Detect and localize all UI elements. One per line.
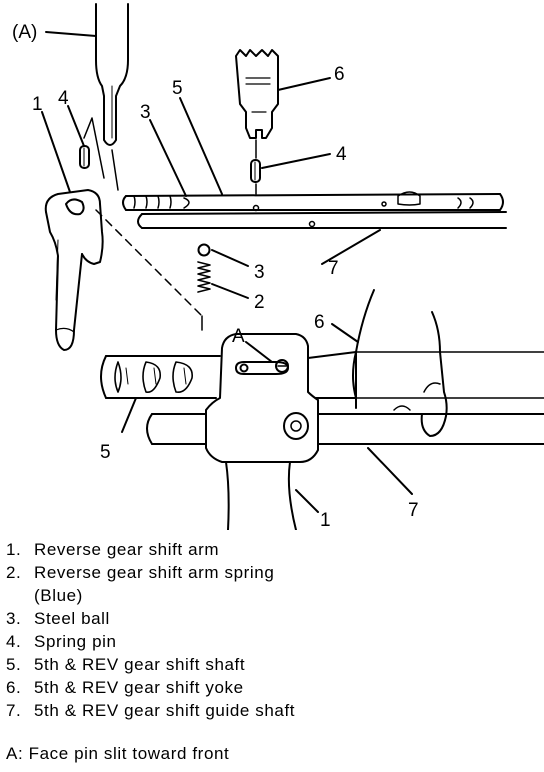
callout-4a: 4 — [58, 88, 69, 109]
assembly-note: A: Face pin slit toward front — [6, 744, 230, 763]
shift-shaft-top — [122, 191, 504, 212]
shift-yoke-top — [235, 49, 279, 139]
legend-item: 3.Steel ball — [6, 609, 110, 628]
callout-7-top: 7 — [328, 258, 339, 279]
callout-5-bottom: 5 — [100, 442, 111, 463]
steel-ball — [197, 243, 211, 257]
reverse-gear-shift-arm-top — [44, 189, 104, 351]
callout-line-5-top — [179, 97, 223, 195]
assembly-axis-line — [95, 209, 203, 317]
legend-item: 5.5th & REV gear shift shaft — [6, 655, 246, 674]
reverse-gear-shift-arm-assembled — [205, 333, 319, 530]
callout-6-bottom: 6 — [314, 312, 325, 333]
callout-line-4a — [67, 105, 85, 147]
guide-shaft-top — [137, 211, 507, 229]
callout-3-top: 3 — [140, 102, 151, 123]
callout-line-1-top — [41, 111, 71, 193]
callout-line-A — [245, 341, 273, 363]
callout-line-3-top — [149, 119, 187, 197]
callout-line-7-top — [321, 229, 381, 265]
callout-7-bottom: 7 — [408, 500, 419, 521]
spring-pin-top-left — [79, 145, 90, 169]
callout-A: A — [232, 326, 245, 347]
parts-legend: 1.Reverse gear shift arm 2.Reverse gear … — [6, 538, 536, 722]
callout-line-3-spring — [211, 249, 249, 267]
exploded-assembly-diagram: (A) 1 4 — [12, 3, 544, 530]
callout-1-bottom: 1 — [320, 510, 331, 530]
callout-6-top: 6 — [334, 64, 345, 85]
callout-line-6-top — [277, 77, 331, 91]
callout-3-spring: 3 — [254, 262, 265, 283]
callout-tool: (A) — [12, 22, 37, 43]
legend-item: 2.Reverse gear shift arm spring — [6, 563, 275, 582]
callout-line-4b — [261, 153, 331, 169]
legend-item: 7.5th & REV gear shift guide shaft — [6, 701, 296, 720]
shift-shaft-assembled — [100, 351, 544, 399]
callout-line-1-bottom — [295, 489, 319, 513]
arm-spring — [197, 261, 211, 293]
callout-line-tool — [45, 31, 97, 37]
legend-item: 1.Reverse gear shift arm — [6, 540, 220, 559]
callout-1-top: 1 — [32, 94, 43, 115]
callout-line-7-bottom — [367, 447, 413, 495]
callout-4b: 4 — [336, 144, 347, 165]
legend-item: 4.Spring pin — [6, 632, 117, 651]
callout-line-5-bottom — [121, 397, 137, 433]
callout-line-6-bottom — [331, 323, 359, 343]
callout-2-spring: 2 — [254, 292, 265, 313]
legend-item: 6.5th & REV gear shift yoke — [6, 678, 244, 697]
special-tool-punch — [95, 3, 129, 146]
spring-pin-yoke — [250, 159, 261, 183]
punch-guide-lines — [83, 117, 119, 191]
legend-item-continuation: (Blue) — [34, 586, 83, 605]
callout-line-2-spring — [211, 283, 249, 299]
callout-5-top: 5 — [172, 78, 183, 99]
